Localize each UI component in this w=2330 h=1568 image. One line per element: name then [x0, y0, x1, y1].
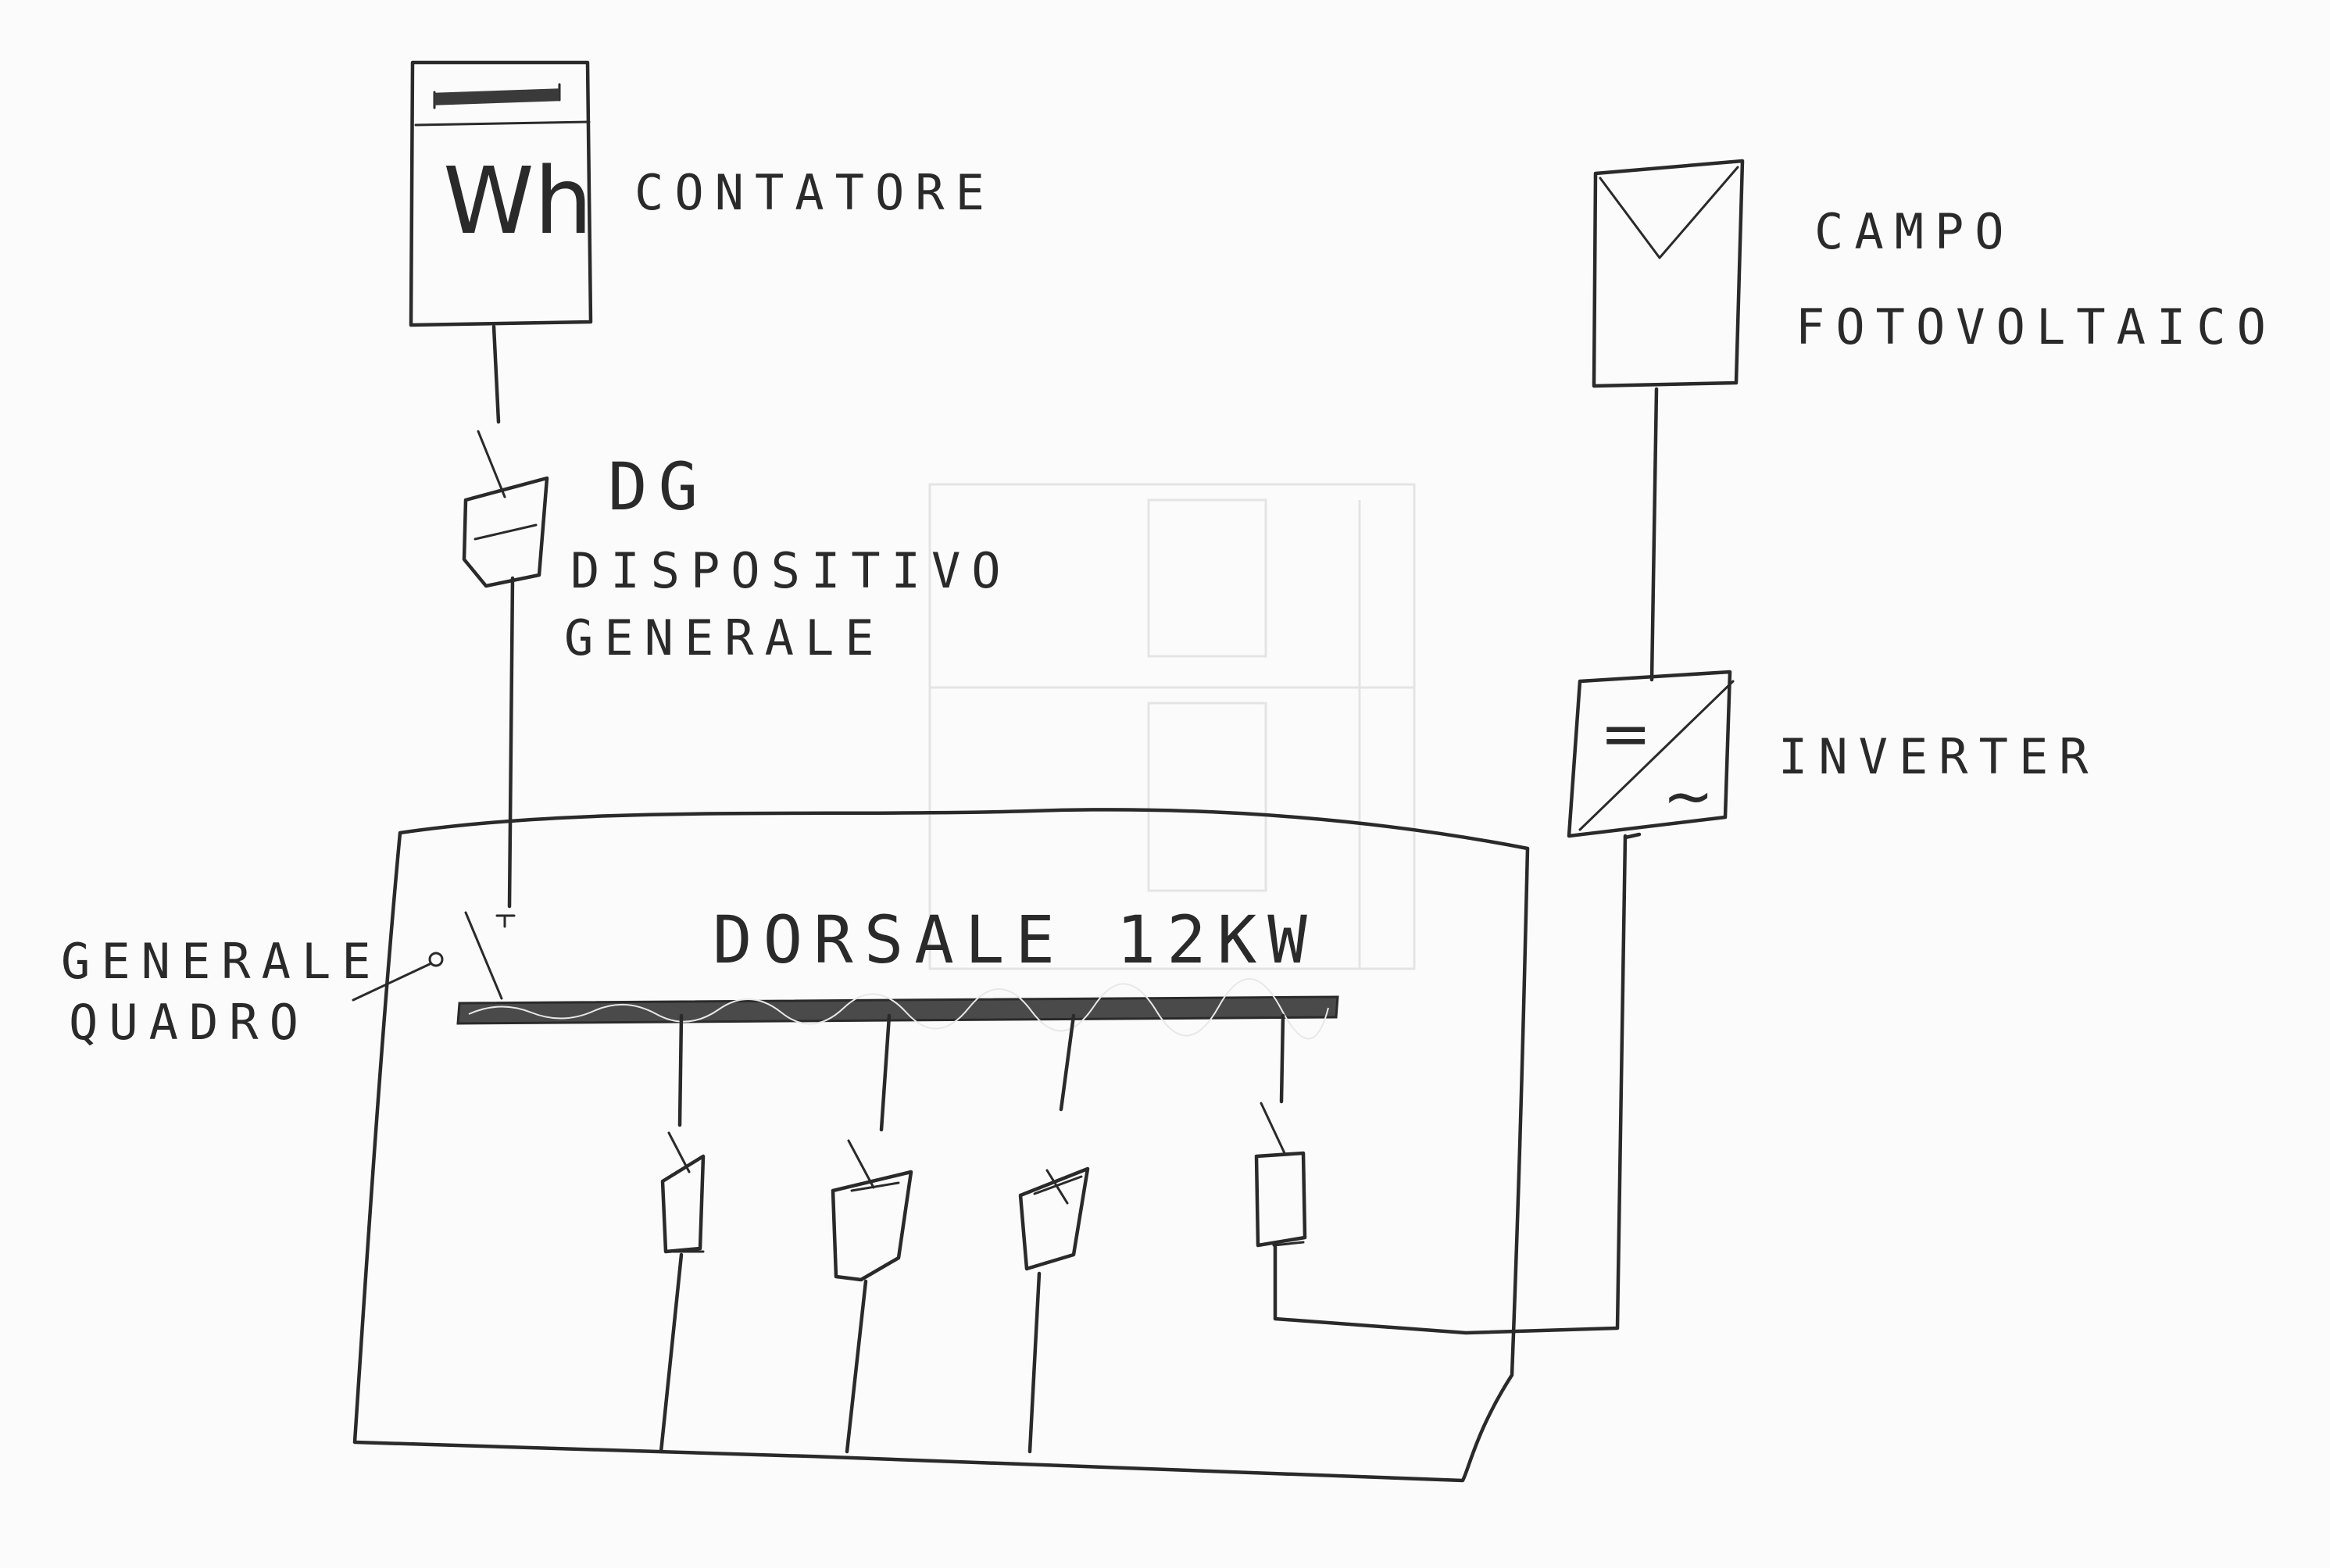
dg-label-line2: GENERALE: [564, 609, 885, 666]
energy-meter: Wh: [409, 60, 592, 327]
pv-feed-breaker: [1254, 834, 1628, 1335]
branch-circuit-3: [1018, 1013, 1090, 1454]
busbar: [456, 978, 1339, 1040]
meter-symbol: Wh: [443, 147, 592, 255]
main-breaker-dg: [462, 430, 549, 909]
panel-enclosure: [352, 808, 1530, 1483]
meter-label: CONTATORE: [634, 164, 995, 221]
busbar-label: DORSALE 12KW: [713, 902, 1318, 978]
branch-circuit-2: [831, 1013, 913, 1454]
panel-switch-label-line2: QUADRO: [69, 994, 309, 1051]
dg-code: DG: [608, 448, 709, 525]
paper-show-through: [928, 483, 1416, 970]
pv-label-line2: FOTOVOLTAICO: [1796, 298, 2277, 355]
branch-circuit-1: [659, 1013, 706, 1454]
inverter-dc-symbol: =: [1600, 699, 1651, 770]
inverter-ac-symbol: ~: [1663, 762, 1714, 832]
dg-label-line1: DISPOSITIVO: [570, 542, 1012, 599]
panel-switch-label-line1: GENERALE: [61, 933, 382, 990]
inverter: = ~: [1567, 670, 1735, 838]
pv-field: [1592, 159, 1745, 388]
panel-main-switch: [352, 911, 516, 1002]
inverter-label: INVERTER: [1778, 728, 2100, 785]
pv-label-line1: CAMPO: [1814, 203, 2015, 260]
